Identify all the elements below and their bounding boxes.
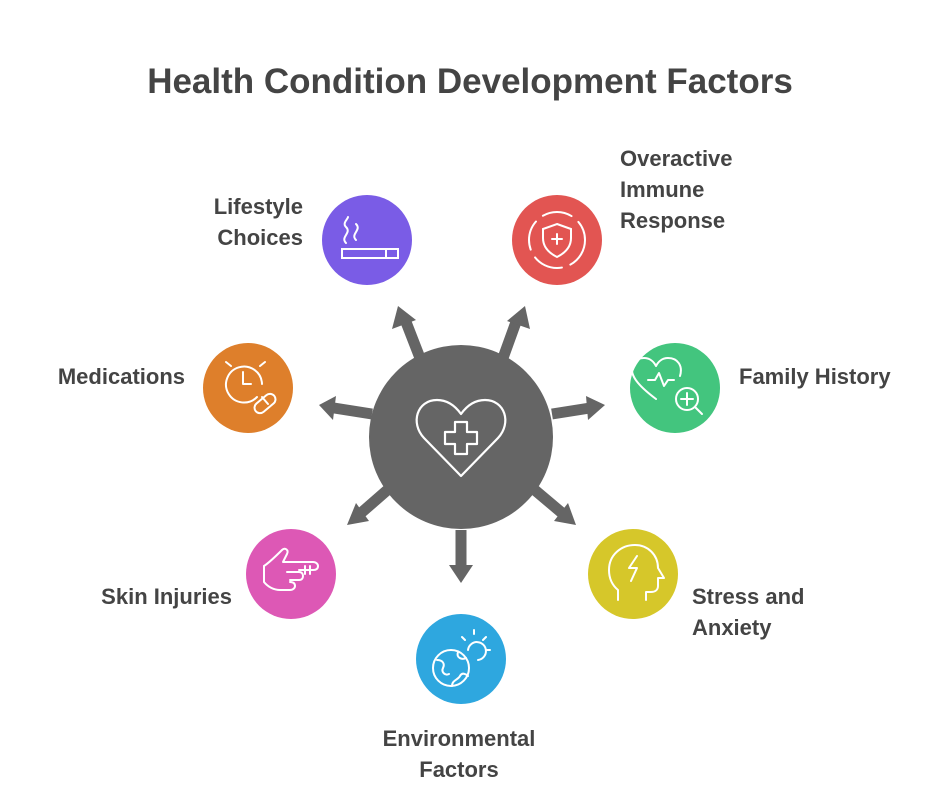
medications-circle [203,343,293,433]
factor-stress [588,529,678,619]
factor-environment [416,614,506,704]
label-stress-line-1: Stress and [692,584,805,609]
arrow-skin [347,481,396,525]
skin-circle [246,529,336,619]
shield-cross-icon [528,211,586,269]
label-environment-line-1: Environmental [382,726,536,751]
label-immune: Overactive Immune Response [620,143,780,236]
label-family-line-1: Family History [739,364,891,389]
label-lifestyle-line-2: Choices [217,225,303,250]
arrow-lifestyle [392,306,426,360]
central-hub [369,345,553,529]
cigarette-icon [341,216,399,259]
label-stress: Stress and Anxiety [692,581,852,643]
globe-sun-icon [432,629,491,687]
label-lifestyle-line-1: Lifestyle [213,194,303,219]
label-environment: Environmental Factors [359,723,559,785]
label-skin-line-1: Skin Injuries [101,584,232,609]
label-family: Family History [739,361,929,392]
heart-pulse-magnifier-icon [631,357,703,415]
stress-circle [588,529,678,619]
arrow-environment [449,530,473,583]
head-lightning-icon [608,544,665,601]
arrow-stress [526,481,576,525]
clock-pill-icon [225,361,277,415]
factor-family [630,343,720,433]
arrow-immune [497,306,530,360]
factor-skin [246,529,336,619]
label-medications-line-1: Medications [57,364,185,389]
diagram-title: Health Condition Development Factors [147,62,793,101]
arrow-medications [319,396,373,420]
factor-immune [512,195,602,285]
label-skin: Skin Injuries [62,581,232,612]
label-stress-line-2: Anxiety [692,615,772,640]
label-immune-line-3: Response [620,208,726,233]
label-immune-line-2: Immune [620,177,705,202]
heart-medical-cross-icon [415,398,507,478]
factor-lifestyle [322,195,412,285]
lifestyle-circle [322,195,412,285]
arrow-family [551,396,605,420]
factor-medications [203,343,293,433]
label-medications: Medications [30,361,185,392]
label-environment-line-2: Factors [419,757,499,782]
label-immune-line-1: Overactive [620,146,733,171]
hand-pointing-icon [263,547,319,591]
label-lifestyle: Lifestyle Choices [186,191,303,253]
